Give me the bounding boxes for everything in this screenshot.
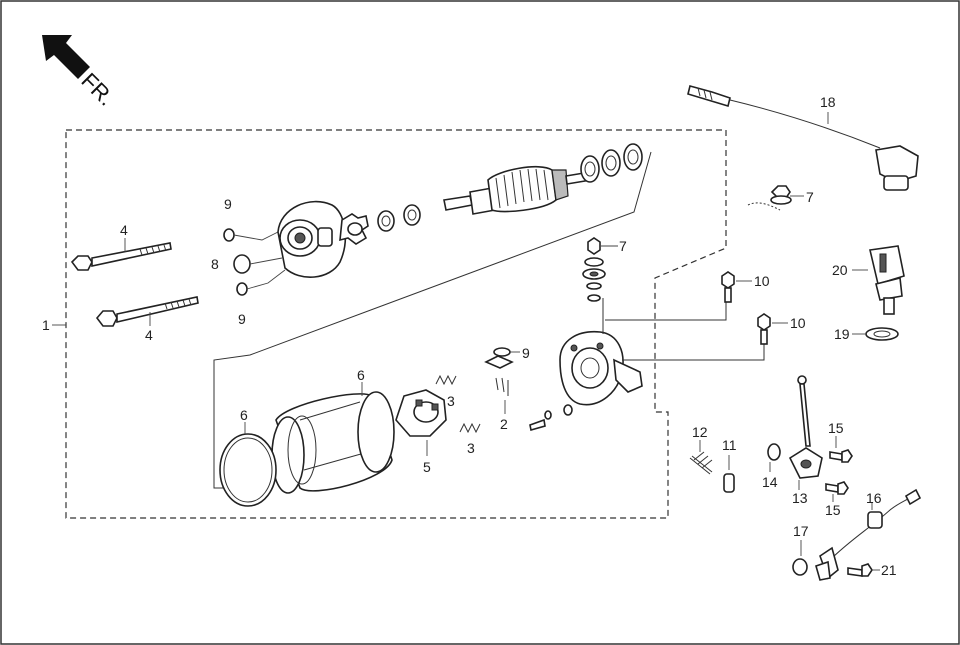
callout-4-upper: 4 [120,222,128,238]
callout-9-upper: 9 [224,196,232,212]
callout-15-upper: 15 [828,420,844,436]
callout-5: 5 [423,459,431,475]
o-ring-17 [792,558,808,576]
brush-spring-lower [459,422,481,434]
front-direction-label: FR. [76,68,119,111]
leader-9c [246,269,286,290]
terminal-nut-stack [582,237,606,302]
brush-holder-screws [495,377,509,396]
temperature-sensor-20 [869,245,905,315]
spring-12 [689,451,713,475]
rear-housing [559,290,765,406]
callout-7-upper-right: 7 [806,189,814,205]
nut-upper-right [747,185,792,211]
callout-11: 11 [722,437,737,453]
washer-d [601,149,621,177]
o-ring-9-lower [236,282,248,296]
o-ring-9-upper [223,228,235,242]
callout-13: 13 [792,490,808,506]
assembly-group-outline [65,129,727,519]
callout-18: 18 [820,94,836,110]
shift-lever-13 [788,375,823,479]
sensor-cable-18 [687,85,919,191]
bolt-10-upper [721,271,735,303]
callout-10-lower: 10 [790,315,806,331]
callout-10-upper: 10 [754,273,770,289]
armature [443,166,592,215]
callout-15-lower: 15 [825,502,841,518]
leader-9a [233,231,279,241]
callout-4-lower: 4 [145,327,153,343]
callout-7-housing: 7 [619,238,627,254]
pin-11 [723,473,735,493]
callout-6-right: 6 [357,367,365,383]
clip-14 [767,443,781,461]
speed-sensor-16 [815,488,922,581]
callout-9-rear: 9 [522,345,530,361]
washer-a [377,210,395,232]
callout-21: 21 [881,562,897,578]
yoke-housing [271,391,395,494]
o-ring-9-rear [493,347,511,357]
callout-9-lower: 9 [238,311,246,327]
through-bolt-lower [95,296,199,327]
front-cover [277,200,347,278]
callout-14: 14 [762,474,778,490]
through-bolt-upper [70,242,172,271]
brush-spring-upper [435,374,457,386]
front-direction-arrow: FR. [42,35,119,111]
washer-c [580,155,600,183]
leader-8 [249,257,283,265]
bolt-21 [847,563,873,577]
washer-b [403,204,421,226]
washer-19 [865,327,899,341]
callout-12: 12 [692,424,708,440]
bolt-15-lower [825,481,849,495]
o-ring-8 [233,254,251,274]
brush-spring-plate [484,355,514,369]
washer-e [623,143,643,171]
callout-16: 16 [866,490,882,506]
callout-8: 8 [211,256,219,272]
callout-6-left: 6 [240,407,248,423]
bolt-10-lower [757,313,771,345]
callout-20: 20 [832,262,848,278]
assembly-guide-line [213,151,652,489]
callout-3-upper: 3 [447,393,455,409]
bolt-15-upper [829,449,853,463]
callout-3-lower: 3 [467,440,475,456]
callout-1: 1 [42,317,50,333]
brush-plate [339,213,369,245]
o-ring-6-large [219,433,277,507]
callout-2: 2 [500,416,508,432]
rear-screw-washers [529,404,573,432]
callout-17: 17 [793,523,809,539]
brush-holder [395,389,447,437]
callout-19: 19 [834,326,850,342]
